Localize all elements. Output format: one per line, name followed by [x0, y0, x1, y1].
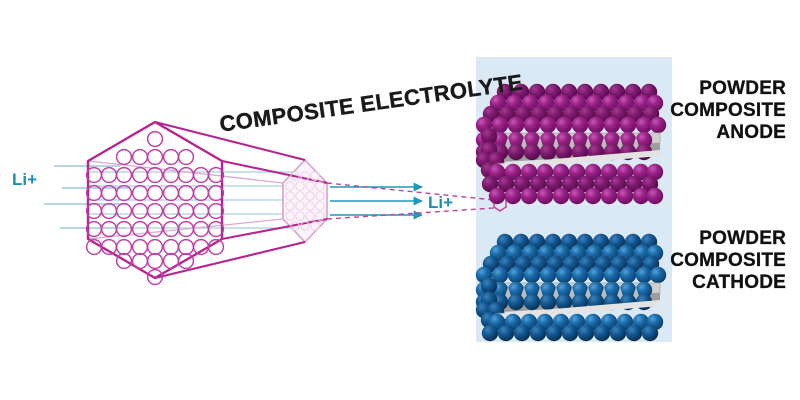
callout-lines [326, 182, 495, 220]
li-output-arrows [330, 182, 423, 220]
cathode-label-line-1: POWDER [699, 228, 786, 249]
anode-label-line-2: COMPOSITE [670, 100, 786, 121]
cathode-top-layer [475, 233, 667, 284]
li-ion-label-right: Li+ [428, 193, 454, 212]
li-ion-label-left: Li+ [12, 170, 38, 189]
anode-top-layer [475, 83, 667, 134]
anode-structure [475, 83, 667, 205]
electrolyte-far-particles [285, 171, 325, 231]
anode-label-line-3: ANODE [716, 122, 786, 143]
anode-label-block: POWDER COMPOSITE ANODE [670, 78, 786, 144]
electrolyte-particles [85, 130, 225, 286]
cathode-plate-front-edge [494, 300, 660, 320]
anode-plate-front-edge [494, 150, 660, 170]
anode-bottom-layer [481, 163, 664, 205]
anode-label-line-1: POWDER [699, 78, 786, 99]
cathode-structure [475, 233, 667, 342]
cathode-label-block: POWDER COMPOSITE CATHODE [670, 228, 786, 294]
cathode-label-line-3: CATHODE [692, 272, 786, 293]
cathode-label-line-2: COMPOSITE [670, 250, 786, 271]
electrolyte-near-face [86, 120, 224, 280]
electrolyte-prism-edges [154, 120, 328, 280]
cathode-bottom-layer [481, 313, 664, 342]
